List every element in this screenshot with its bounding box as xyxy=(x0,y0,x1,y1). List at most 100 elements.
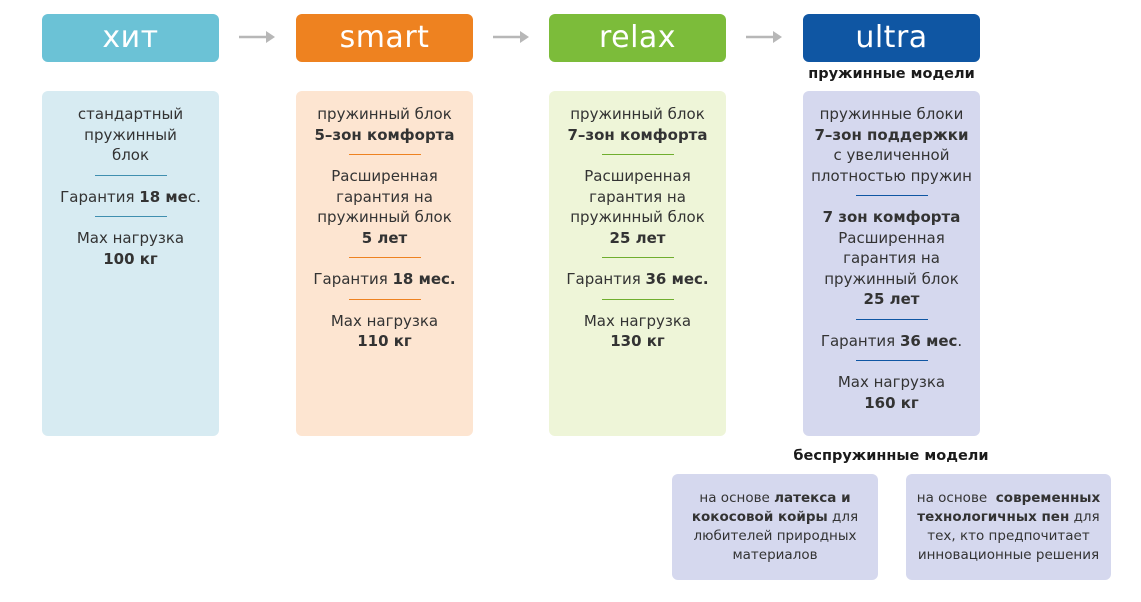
description-highlight: технологичных пен xyxy=(917,509,1070,525)
spec-text: пружинные блоки xyxy=(819,105,964,123)
description-text: тех, кто предпочитает xyxy=(927,528,1090,544)
spec-text: с увеличенной xyxy=(833,146,950,164)
spec-block: Гарантия 36 мес. xyxy=(555,269,720,290)
warranty-text: Гарантия xyxy=(566,270,646,288)
spring-models-label: пружинные модели xyxy=(808,66,975,82)
warranty-value: 18 ме xyxy=(139,187,188,206)
spec-text: Мах нагрузка xyxy=(583,311,692,330)
spec-text: Мах нагрузка xyxy=(330,311,439,330)
spec-text: пружинный блок xyxy=(570,208,705,226)
spec-text: пружинный блок xyxy=(317,105,452,123)
description-text: на основе xyxy=(916,490,996,506)
description-line: кокосовой койры для xyxy=(692,508,858,527)
separator-line xyxy=(601,257,674,258)
spec-value: 5–зон комфорта xyxy=(314,125,455,144)
arrow-right-icon xyxy=(746,31,782,43)
springless-models-label: беспружинные модели xyxy=(793,448,989,464)
tier-title: ultra xyxy=(855,20,928,55)
spec-text: стандартный xyxy=(77,105,184,123)
description-line: тех, кто предпочитает xyxy=(917,527,1100,546)
spec-text: Расширенная xyxy=(838,228,945,247)
description-line: на основе латекса и xyxy=(692,489,858,508)
description-text: для xyxy=(1069,509,1100,525)
spec-text: блок xyxy=(111,146,150,164)
spec-value: 160 кг xyxy=(864,393,919,412)
description-highlight: латекса и xyxy=(774,490,851,506)
description-line: на основе современных xyxy=(917,489,1100,508)
tier-panel-ultra: пружинные блоки 7–зон поддержки с увеличен… xyxy=(803,91,980,436)
warranty-line: Гарантия 18 мес. xyxy=(302,269,467,290)
warranty-line: Гарантия 36 мес. xyxy=(555,269,720,290)
spec-text: Расширенная xyxy=(331,167,438,185)
spec-text: Мах нагрузка xyxy=(76,229,185,247)
separator-line xyxy=(855,360,928,361)
spec-text: гарантия на xyxy=(843,249,940,267)
spec-text: плотностью пружин xyxy=(811,166,972,185)
tier-header-relax: relax xyxy=(549,14,726,62)
warranty-text: Гарантия xyxy=(313,270,393,288)
spec-block: Гарантия 18 мес. xyxy=(48,187,213,208)
spec-text: гарантия на xyxy=(589,187,686,206)
separator-line xyxy=(601,154,674,155)
arrow-right-icon xyxy=(493,31,529,43)
separator-line xyxy=(348,257,421,258)
spec-block: стандартный пружинный блок xyxy=(48,104,213,166)
spec-value: 25 лет xyxy=(609,228,666,247)
warranty-line: Гарантия 18 мес. xyxy=(48,187,213,208)
spec-block: пружинные блоки 7–зон поддержки с увеличен… xyxy=(809,104,974,186)
tier-title: relax xyxy=(598,20,677,55)
separator-line xyxy=(94,216,167,217)
separator-line xyxy=(348,298,421,300)
spec-block: пружинный блок 5–зон комфорта xyxy=(302,104,467,145)
warranty-text: . xyxy=(957,331,963,350)
spec-value: 7 зон комфорта xyxy=(822,208,961,226)
description-line: любителей природных xyxy=(692,527,858,546)
tier-header-hit: хит xyxy=(42,14,219,62)
spec-text: пружинный блок xyxy=(570,105,705,123)
spec-value: 5 лет xyxy=(361,228,408,247)
separator-line xyxy=(348,154,421,155)
description-text: любителей природных xyxy=(693,528,857,544)
tier-title: хит xyxy=(102,20,159,55)
tier-header-ultra: ultra xyxy=(803,14,980,62)
description-line: технологичных пен для xyxy=(917,508,1100,527)
separator-line xyxy=(94,174,167,176)
separator-line xyxy=(855,318,928,320)
spec-text: пружинный xyxy=(84,125,177,144)
description-text: инновационные решения xyxy=(917,547,1100,563)
spec-value: 7–зон поддержки xyxy=(814,125,969,144)
spec-block: пружинный блок 7–зон комфорта xyxy=(555,104,720,145)
separator-line xyxy=(601,298,674,300)
description-highlight: кокосовой койры xyxy=(691,509,828,525)
arrow-right-icon xyxy=(239,31,275,43)
warranty-text: с. xyxy=(187,187,201,206)
description-text: на основе xyxy=(699,490,775,506)
spec-value: 25 лет xyxy=(863,290,920,308)
tier-title: smart xyxy=(339,20,430,55)
description-line: инновационные решения xyxy=(917,546,1100,565)
spec-text: гарантия на xyxy=(336,187,433,206)
description-line: материалов xyxy=(692,546,858,565)
spec-block: Расширенная гарантия на пружинный блок 25 л… xyxy=(555,166,720,248)
warranty-value: 36 мес. xyxy=(645,270,709,288)
warranty-text: Гарантия xyxy=(820,331,900,350)
separator-line xyxy=(855,195,928,196)
spec-text: Расширенная xyxy=(584,167,691,185)
description-text: для xyxy=(827,509,859,525)
tier-header-smart: smart xyxy=(296,14,473,62)
warranty-value: 36 мес xyxy=(899,331,958,350)
spec-text: пружинный блок xyxy=(824,269,959,288)
spec-block: Мах нагрузка 160 кг xyxy=(809,372,974,413)
spec-value: 7–зон комфорта xyxy=(567,125,708,144)
spec-text: Мах нагрузка xyxy=(837,373,946,391)
spec-value: 100 кг xyxy=(103,249,158,268)
